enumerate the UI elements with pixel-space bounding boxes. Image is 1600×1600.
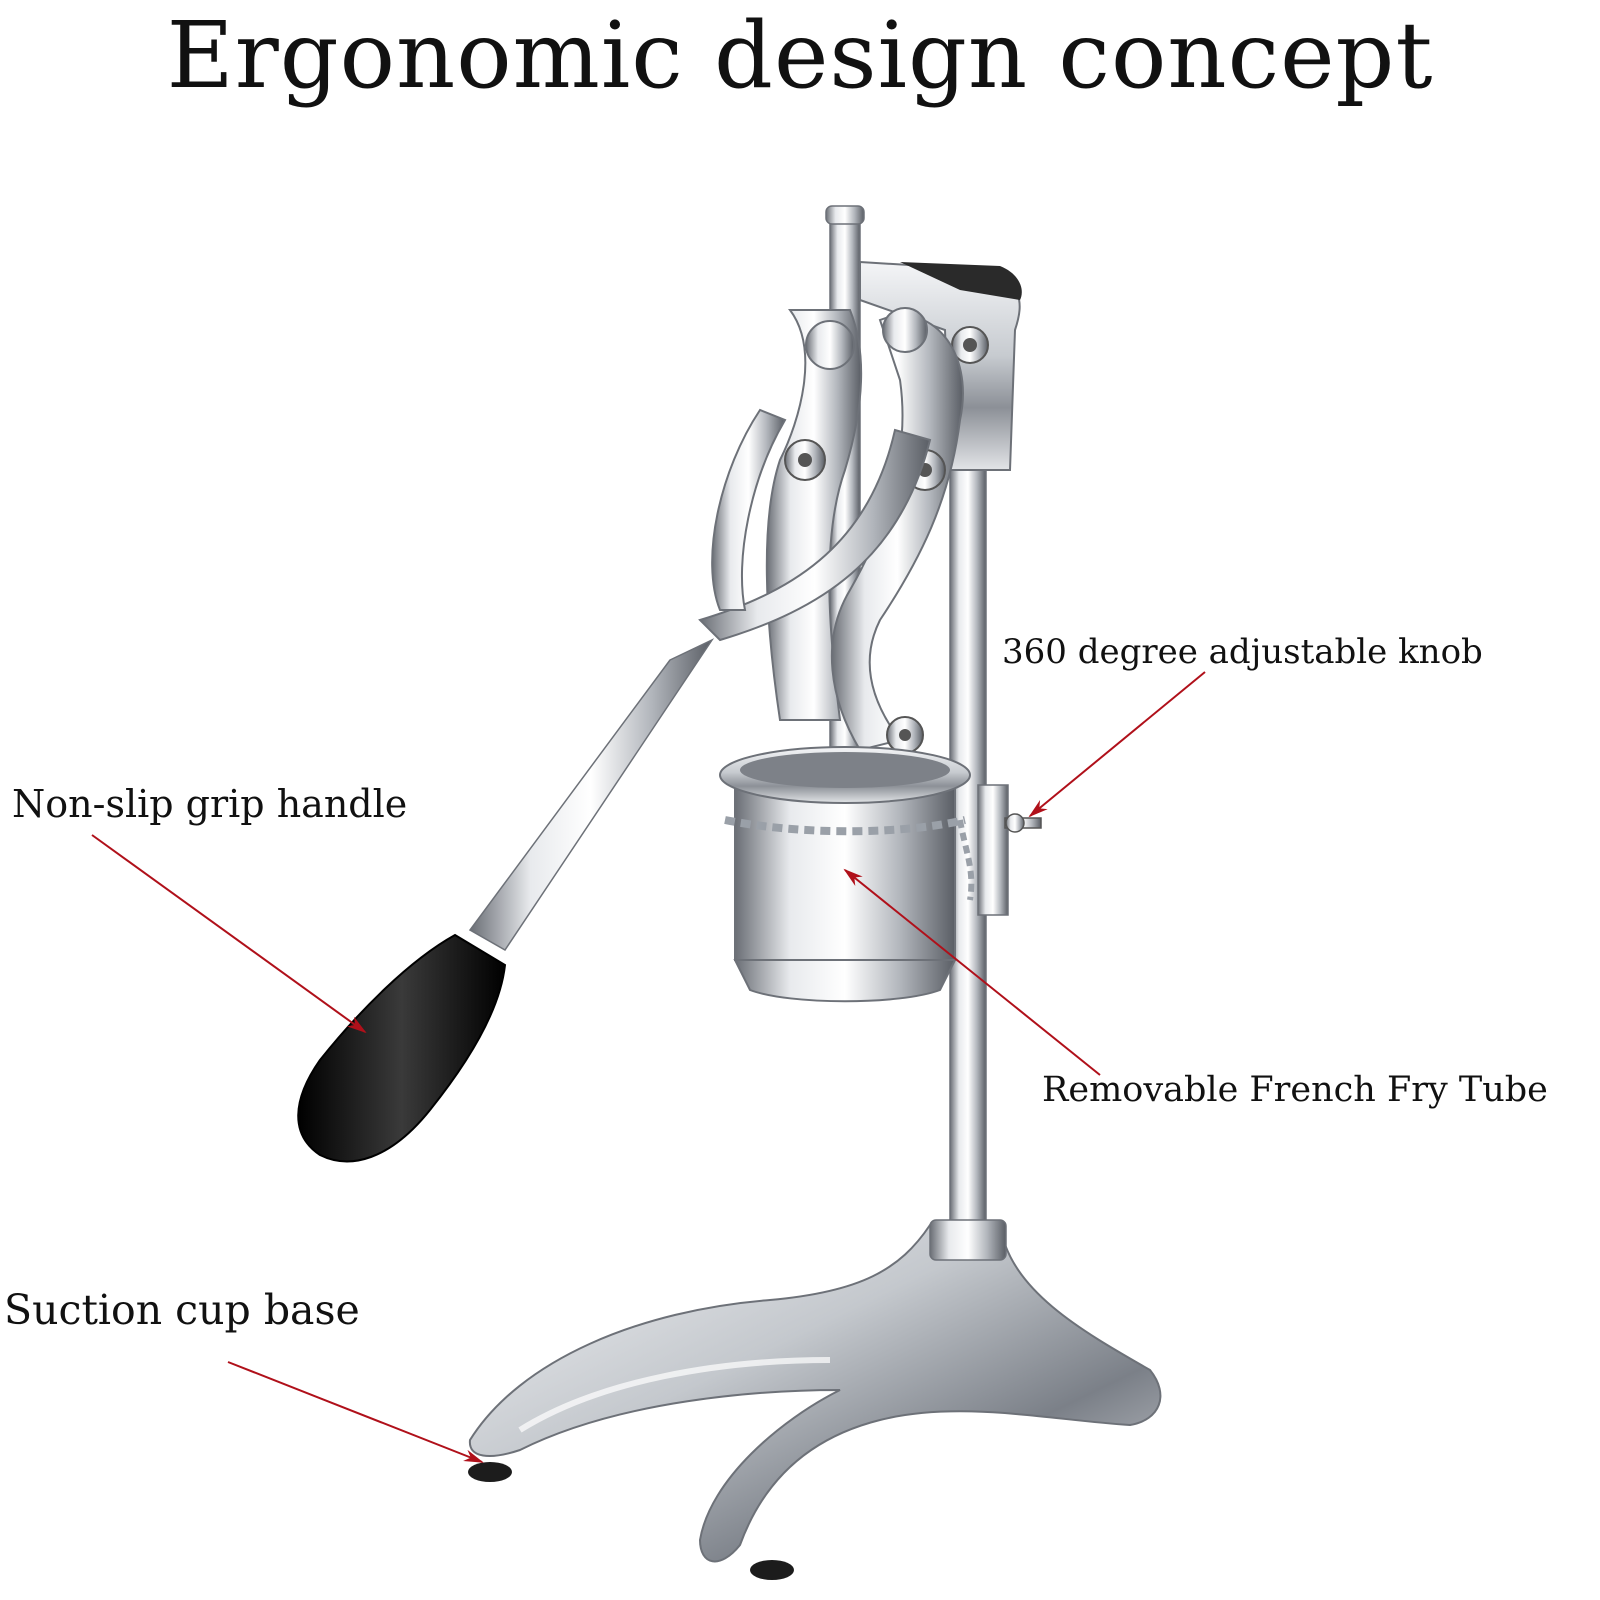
suction-cup-left xyxy=(468,1462,512,1482)
fry-tube xyxy=(719,746,975,1003)
linkage-arms xyxy=(765,307,964,754)
suction-base xyxy=(468,1224,1162,1580)
label-suction-base: Suction cup base xyxy=(4,1286,360,1334)
lever-arm xyxy=(468,408,932,951)
label-grip-handle: Non-slip grip handle xyxy=(12,782,408,826)
arrow-knob xyxy=(1028,671,1206,818)
callout-arrows xyxy=(91,671,1206,1463)
adjustable-knob xyxy=(977,784,1042,916)
arrow-grip xyxy=(91,834,367,1034)
arrow-base xyxy=(227,1361,484,1463)
label-adjustable-knob: 360 degree adjustable knob xyxy=(1002,632,1483,672)
grip-handle xyxy=(297,933,507,1163)
arrow-tube xyxy=(843,868,1101,1076)
label-fry-tube: Removable French Fry Tube xyxy=(1042,1070,1548,1110)
page-title: Ergonomic design concept xyxy=(166,2,1434,109)
suction-cup-right xyxy=(750,1560,794,1580)
